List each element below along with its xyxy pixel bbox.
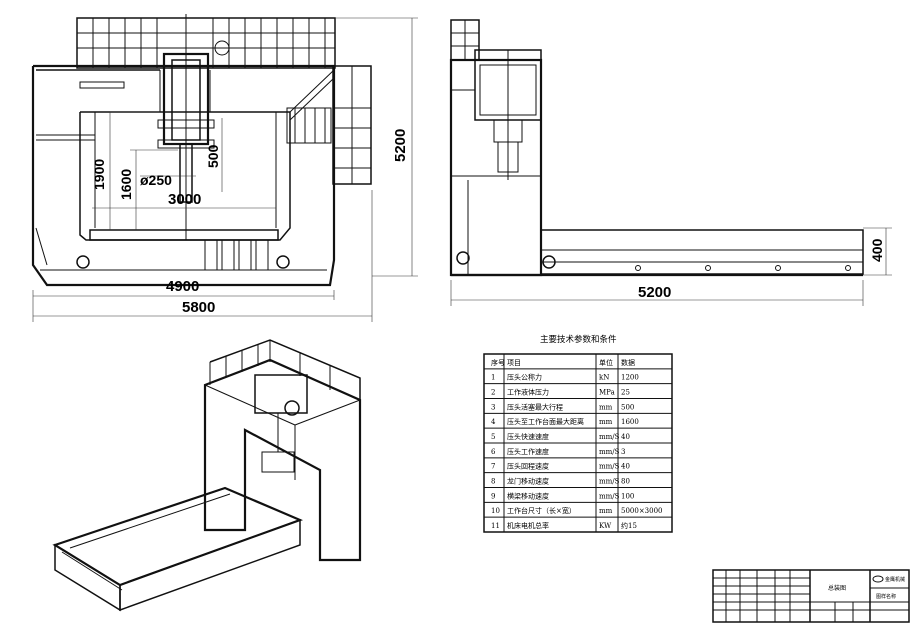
- spec-cell: 压头活塞最大行程: [507, 402, 563, 411]
- spec-cell: 机床电机总率: [507, 521, 549, 530]
- front-press-cylinder: [157, 14, 215, 240]
- iso-railing: [209, 339, 361, 400]
- spec-cell: mm/S: [599, 433, 620, 441]
- side-view: 5200 400: [449, 19, 892, 306]
- spec-cell: 4: [491, 418, 496, 426]
- spec-cell: 7: [491, 463, 495, 471]
- spec-cell: 1600: [621, 418, 639, 426]
- spec-cell: 压头至工作台面最大距离: [507, 417, 584, 426]
- dim-opening-height: 1900: [91, 159, 107, 190]
- spec-table-grid: 序号项目 单位数据 1 压头公称力 kN 1200 2 工作液体压力 MPa 25 3 压头活塞最大行…: [484, 354, 672, 532]
- dim-table-width: 3000: [168, 191, 201, 208]
- front-right-structure: [286, 65, 372, 185]
- dim-cylinder-diameter: ø250: [140, 172, 172, 188]
- spec-cell: mm: [599, 418, 613, 426]
- front-view: 4900 5800 1900 1600 ø250 500 3000 5200: [31, 14, 418, 322]
- spec-cell: mm: [599, 403, 613, 411]
- spec-cell: MPa: [599, 389, 615, 397]
- front-worktable: [40, 229, 327, 271]
- spec-cell: 压头工作速度: [507, 447, 549, 456]
- dim-stroke: 500: [205, 144, 221, 168]
- front-gantry-frame: [31, 64, 336, 287]
- spec-cell: mm/S: [599, 448, 620, 456]
- spec-cell: 500: [621, 403, 634, 411]
- title-sheet-info: 图样名称: [876, 593, 896, 600]
- side-column: [449, 19, 543, 277]
- spec-cell: 约15: [621, 521, 637, 530]
- spec-cell: 龙门移动速度: [507, 477, 549, 486]
- spec-cell: mm: [599, 507, 613, 515]
- spec-cell: 2: [491, 389, 495, 397]
- spec-cell: mm/S: [599, 492, 620, 500]
- spec-table: 主要技术参数和条件 序号项目 单位数据 1 压头公称力 kN 1200 2 工作液体压力 MPa…: [483, 334, 673, 533]
- dim-side-height: 400: [869, 238, 885, 262]
- front-top-railing: [76, 17, 336, 89]
- spec-cell: 工作台尺寸（长×宽）: [507, 506, 576, 515]
- dim-front-width-inner: 4900: [166, 278, 199, 295]
- title-block: 总装图 金鹰机械 图样名称: [712, 569, 910, 623]
- dim-working-height: 1600: [118, 169, 134, 200]
- spec-cell: 9: [491, 492, 495, 500]
- dim-front-width-outer: 5800: [182, 299, 215, 316]
- spec-cell: 3: [621, 448, 625, 456]
- spec-header-cell: 项目: [507, 359, 521, 367]
- spec-cell: 工作液体压力: [507, 388, 549, 397]
- spec-cell: 80: [621, 478, 630, 486]
- spec-cell: 横梁移动速度: [507, 491, 549, 500]
- spec-cell: 5000×3000: [621, 507, 663, 515]
- title-drawing-name: 总装图: [828, 584, 846, 592]
- spec-cell: mm/S: [599, 463, 620, 471]
- spec-cell: 10: [491, 507, 500, 515]
- dim-total-height: 5200: [392, 129, 409, 162]
- spec-cell: 压头快速速度: [507, 432, 549, 441]
- spec-cell: 3: [491, 403, 495, 411]
- spec-cell: 40: [621, 463, 630, 471]
- spec-cell: 11: [491, 522, 500, 530]
- spec-header-cell: 单位: [599, 358, 613, 367]
- spec-header-cell: 数据: [621, 358, 635, 367]
- spec-cell: 5: [491, 433, 495, 441]
- spec-cell: 25: [621, 389, 630, 397]
- side-rail-bed: [451, 229, 864, 277]
- iso-gantry: [203, 358, 362, 562]
- isometric-view: [52, 339, 362, 612]
- spec-cell: 8: [491, 478, 495, 486]
- spec-cell: 40: [621, 433, 630, 441]
- spec-cell: kN: [599, 374, 609, 382]
- spec-header-cell: 序号: [491, 358, 505, 367]
- spec-cell: 6: [491, 448, 496, 456]
- company-logo-icon: [872, 575, 884, 583]
- dim-side-length: 5200: [638, 284, 671, 301]
- side-dimension-lines: [450, 227, 892, 306]
- spec-cell: KW: [599, 522, 612, 530]
- iso-worktable: [52, 486, 304, 612]
- spec-cell: 100: [621, 492, 634, 500]
- title-company: 金鹰机械: [885, 576, 905, 583]
- spec-cell: 1200: [621, 374, 639, 382]
- front-dimension-lines: [32, 17, 418, 322]
- spec-cell: mm/S: [599, 478, 620, 486]
- spec-cell: 压头公称力: [507, 373, 542, 382]
- spec-table-title: 主要技术参数和条件: [540, 334, 617, 345]
- spec-cell: 压头回程速度: [507, 462, 549, 471]
- spec-cell: 1: [491, 374, 495, 382]
